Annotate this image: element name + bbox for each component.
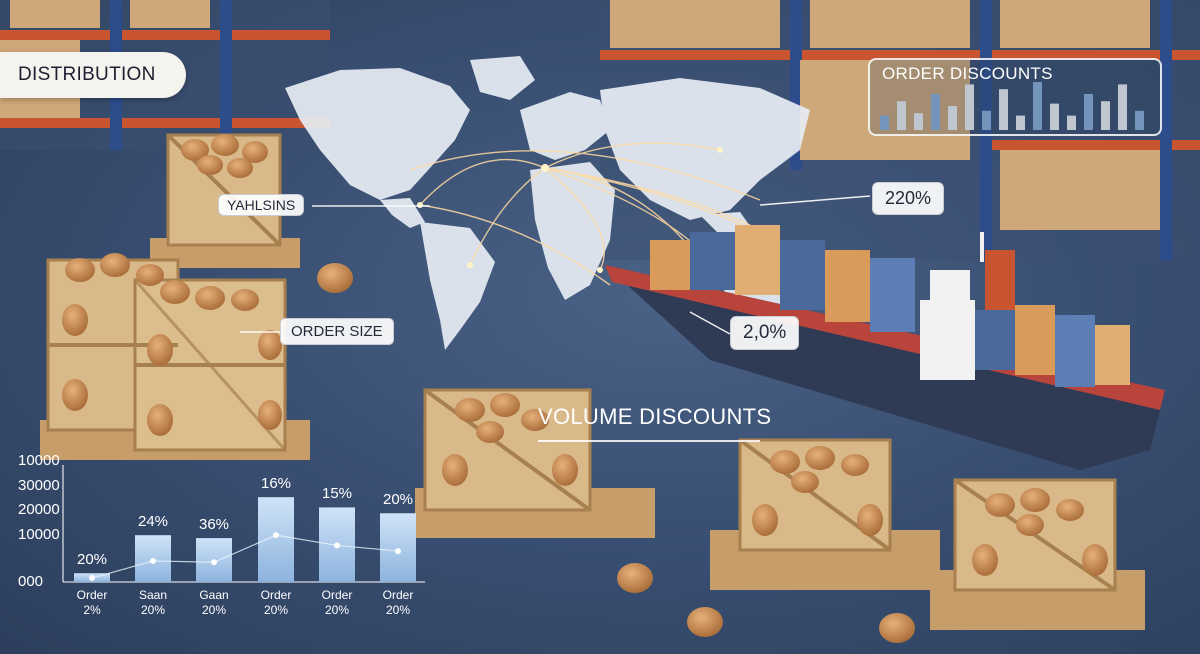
callout-lines (240, 195, 871, 335)
volume-discounts-label: VOLUME DISCOUNTS (538, 404, 772, 429)
percentage-tag-top: 220% (872, 182, 945, 215)
chart-bar (258, 497, 294, 582)
order-discounts-sparkbars (880, 82, 1144, 130)
sparkbar (1050, 103, 1059, 130)
bar-chart-axes (62, 465, 425, 583)
category-line-1: Order (260, 588, 292, 602)
category-line-2: 20% (263, 603, 289, 617)
sparkbar (931, 94, 940, 130)
bar-value-label: 20% (76, 551, 108, 569)
sparkbar (1084, 94, 1093, 130)
category-line-2: 20% (324, 603, 350, 617)
bar-value-label: 36% (198, 516, 230, 534)
order-discounts-panel: ORDER DISCOUNTS (868, 58, 1162, 136)
chart-bar (380, 513, 416, 582)
bar-value-label: 20% (382, 491, 414, 509)
sparkbar (1067, 115, 1076, 130)
order-size-tag: ORDER SIZE (280, 318, 394, 345)
trend-point (89, 575, 95, 582)
percentage-tag-mid: 2,0% (730, 316, 800, 350)
category-line-2: 2% (83, 603, 101, 617)
bar-value-label: 15% (321, 485, 353, 503)
ship-containers (650, 225, 1130, 387)
category-line-2: 20% (385, 603, 411, 617)
volume-discounts-underline (538, 440, 760, 442)
warehouse-tag: YAHLSINS (218, 194, 305, 216)
bar-value-label: 16% (260, 475, 292, 493)
sparkbar (914, 113, 923, 130)
bar-chart-trendline (91, 534, 399, 579)
walnuts (62, 134, 1108, 643)
category-line-2: 20% (140, 603, 166, 617)
category-line-1: Order (382, 588, 414, 602)
sparkbar (1118, 84, 1127, 130)
category-line-1: Gaan (199, 588, 229, 602)
sparkbar (1135, 110, 1144, 130)
trade-routes (409, 142, 881, 321)
bar-chart-trend-points (89, 532, 401, 582)
y-tick-label: 10000 (18, 526, 60, 543)
world-map (285, 56, 810, 350)
category-line-1: Order (321, 588, 353, 602)
y-tick-label: 10000 (18, 452, 60, 469)
sparkbar (1101, 101, 1110, 130)
sparkbar (948, 106, 957, 130)
bar-value-label: 24% (137, 513, 169, 531)
distribution-title: DISTRIBUTION (0, 52, 186, 98)
sparkbar (1016, 115, 1025, 130)
category-line-1: Saan (138, 588, 168, 602)
category-line-1: Order (76, 588, 108, 602)
trend-point (150, 557, 156, 564)
trend-point (395, 548, 401, 555)
y-tick-label: 000 (18, 573, 44, 590)
sparkbar (965, 84, 974, 130)
order-discounts-label: ORDER DISCOUNTS (882, 64, 1053, 83)
category-line-2: 20% (201, 603, 227, 617)
sparkbar (1033, 82, 1042, 130)
sparkbar (982, 110, 991, 130)
sparkbar (880, 115, 889, 130)
cargo-ship (605, 225, 1165, 470)
trend-point (273, 532, 279, 539)
bar-chart-bars (74, 497, 416, 582)
sparkbar (999, 89, 1008, 130)
sparkbar (897, 101, 906, 130)
y-tick-label: 30000 (18, 477, 60, 494)
y-tick-label: 20000 (18, 501, 60, 518)
trend-point (334, 542, 340, 549)
trend-point (211, 559, 217, 566)
